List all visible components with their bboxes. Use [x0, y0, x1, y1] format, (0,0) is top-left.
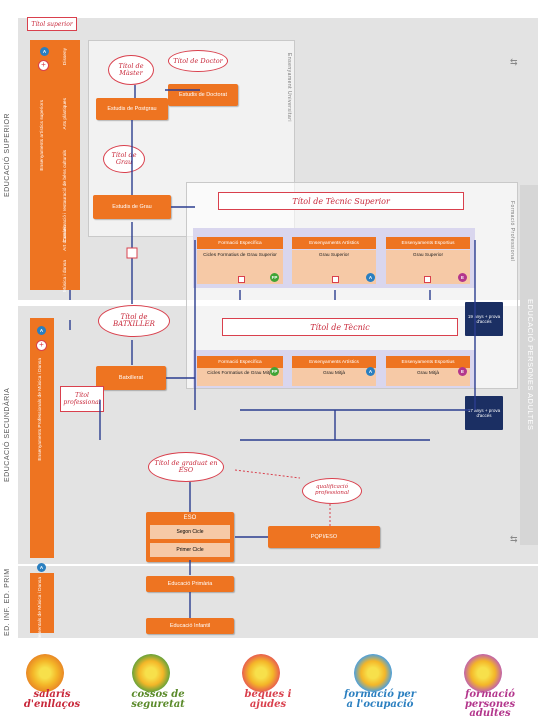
footer-salaris-icon [26, 654, 64, 692]
fp-mit-body-1: Grau Mitjà [292, 368, 376, 386]
titol-master: Títol de Màster [108, 55, 154, 85]
estudis-doctorat[interactable]: Estudis de Doctorat [168, 84, 238, 106]
exchange-icon: ⇆ [510, 534, 518, 544]
artistic-col-3: Art dramàtic [63, 225, 68, 251]
footer-beques-ajudes[interactable]: beques i ajudes [228, 648, 308, 712]
panel-professional-label: Formació Professional [509, 200, 515, 262]
artistic-col-1: Arts plàstiques [63, 98, 68, 130]
titol-graduat-eso: Títol de graduat en ESO [148, 452, 224, 482]
pqpi-box[interactable]: PQPI/ESO [268, 526, 380, 548]
footer-cossos-seguretat[interactable]: cossos de seguretat [118, 648, 198, 712]
fp-mit-head-2: Ensenyaments Esportius [386, 356, 470, 368]
fp-mit-badge-1: A [366, 367, 375, 376]
footer-cossos-label: cossos de seguretat [131, 689, 185, 710]
artistic-strip: Ensenyaments artístics superiors Disseny… [30, 40, 80, 292]
navy-19-anys: 19 anys + prova d'accés [465, 302, 503, 336]
label-educacio-inf-prim: ED. INF. ED. PRIM [4, 568, 11, 636]
titol-doctor: Títol de Doctor [168, 50, 228, 72]
footer-formacio-adults-icon [464, 654, 502, 692]
artistic-col-4: Música i dansa [63, 260, 68, 292]
panel-universitari-label: Ensenyament Universitari [286, 52, 292, 122]
band-primaria [18, 566, 538, 638]
fp-mit-badge-2: E [458, 367, 467, 376]
fp-sup-head-0: Formació Específica [197, 237, 283, 249]
artistic-badge-icon: A [40, 47, 49, 56]
fp-sup-badge-2: E [458, 273, 467, 282]
secondary-badge-icon: A [37, 326, 46, 335]
titol-tecnic-superior: Títol de Tècnic Superior [218, 192, 464, 210]
fp-sup-sq-1 [332, 276, 339, 283]
fp-sup-head-2: Ensenyaments Esportius [386, 237, 470, 249]
artistic-col-0: Disseny [63, 48, 68, 66]
segon-cicle[interactable]: Segon Cicle [150, 525, 230, 539]
footer-salaris-enllacos[interactable]: salaris d'enllaços [12, 648, 92, 712]
label-educacio-superior: EDUCACIÓ SUPERIOR [4, 113, 11, 197]
fp-mit-body-0: Cicles Formatius de Grau Mitjà [197, 368, 283, 386]
footer-cossos-icon [132, 654, 170, 692]
primary-badge-icon: A [37, 563, 46, 572]
footer-formacio-ocupacio-icon [354, 654, 392, 692]
artistic-strip-main: Ensenyaments artístics superiors [40, 100, 45, 171]
estudis-grau[interactable]: Estudis de Grau [93, 195, 171, 219]
titol-tecnic: Títol de Tècnic [222, 318, 458, 336]
footer-formacio-ocupacio[interactable]: formació per a l'ocupació [340, 648, 420, 712]
fp-sup-badge-1: A [366, 273, 375, 282]
fp-mit-body-2: Grau Mitjà [386, 368, 470, 386]
estudis-postgrau[interactable]: Estudis de Postgrau [96, 98, 168, 120]
footer-formacio-adults[interactable]: formació persones adultes [450, 648, 530, 718]
titol-superior: Títol superior [27, 17, 77, 31]
primer-cicle[interactable]: Primer Cicle [150, 543, 230, 557]
titol-professional: Títol professional [60, 386, 104, 412]
eso-label: ESO [183, 515, 197, 521]
fp-sup-badge-0: FP [270, 273, 279, 282]
titol-grau: Títol de Grau [103, 145, 145, 173]
navy-17-anys: 17 anys + prova d'accés [465, 396, 503, 430]
fp-sup-sq-2 [424, 276, 431, 283]
plus-icon: + [38, 60, 49, 71]
batxillerat[interactable]: Batxillerat [96, 366, 166, 390]
fp-mit-head-0: Formació Específica [197, 356, 283, 368]
qualificacio-professional: qualificació professional [302, 478, 362, 504]
footer-beques-label: beques i ajudes [244, 689, 292, 710]
educacio-primaria[interactable]: Educació Primària [146, 576, 234, 592]
exchange-icon: ⇆ [510, 57, 518, 67]
fp-sup-sq-0 [238, 276, 245, 283]
fp-mit-head-1: Ensenyaments Artístics [292, 356, 376, 368]
secondary-music-strip: Ensenyaments Professionals de Música i D… [30, 318, 54, 558]
label-educacio-adults: EDUCACIÓ PERSONES ADULTES [526, 299, 535, 431]
fp-sup-head-1: Ensenyaments Artístics [292, 237, 376, 249]
educacio-infantil[interactable]: Educació Infantil [146, 618, 234, 634]
primary-music-strip: Ensenyaments Elementals de Música i Dans… [30, 573, 54, 675]
secondary-plus-icon: + [36, 340, 47, 351]
secondary-music-strip-label: Ensenyaments Professionals de Música i D… [38, 358, 43, 461]
footer-salaris-label: salaris d'enllaços [23, 689, 81, 710]
label-educacio-secundaria: EDUCACIÓ SECUNDÀRIA [4, 387, 11, 483]
fp-mit-badge-0: FP [270, 367, 279, 376]
footer-formacio-ocupacio-label: formació per a l'ocupació [344, 689, 416, 710]
adults-band [520, 185, 538, 545]
titol-batxiller: Títol de BATXILLER [98, 305, 170, 337]
footer-formacio-adults-label: formació persones adultes [464, 689, 516, 719]
footer-beques-icon [242, 654, 280, 692]
